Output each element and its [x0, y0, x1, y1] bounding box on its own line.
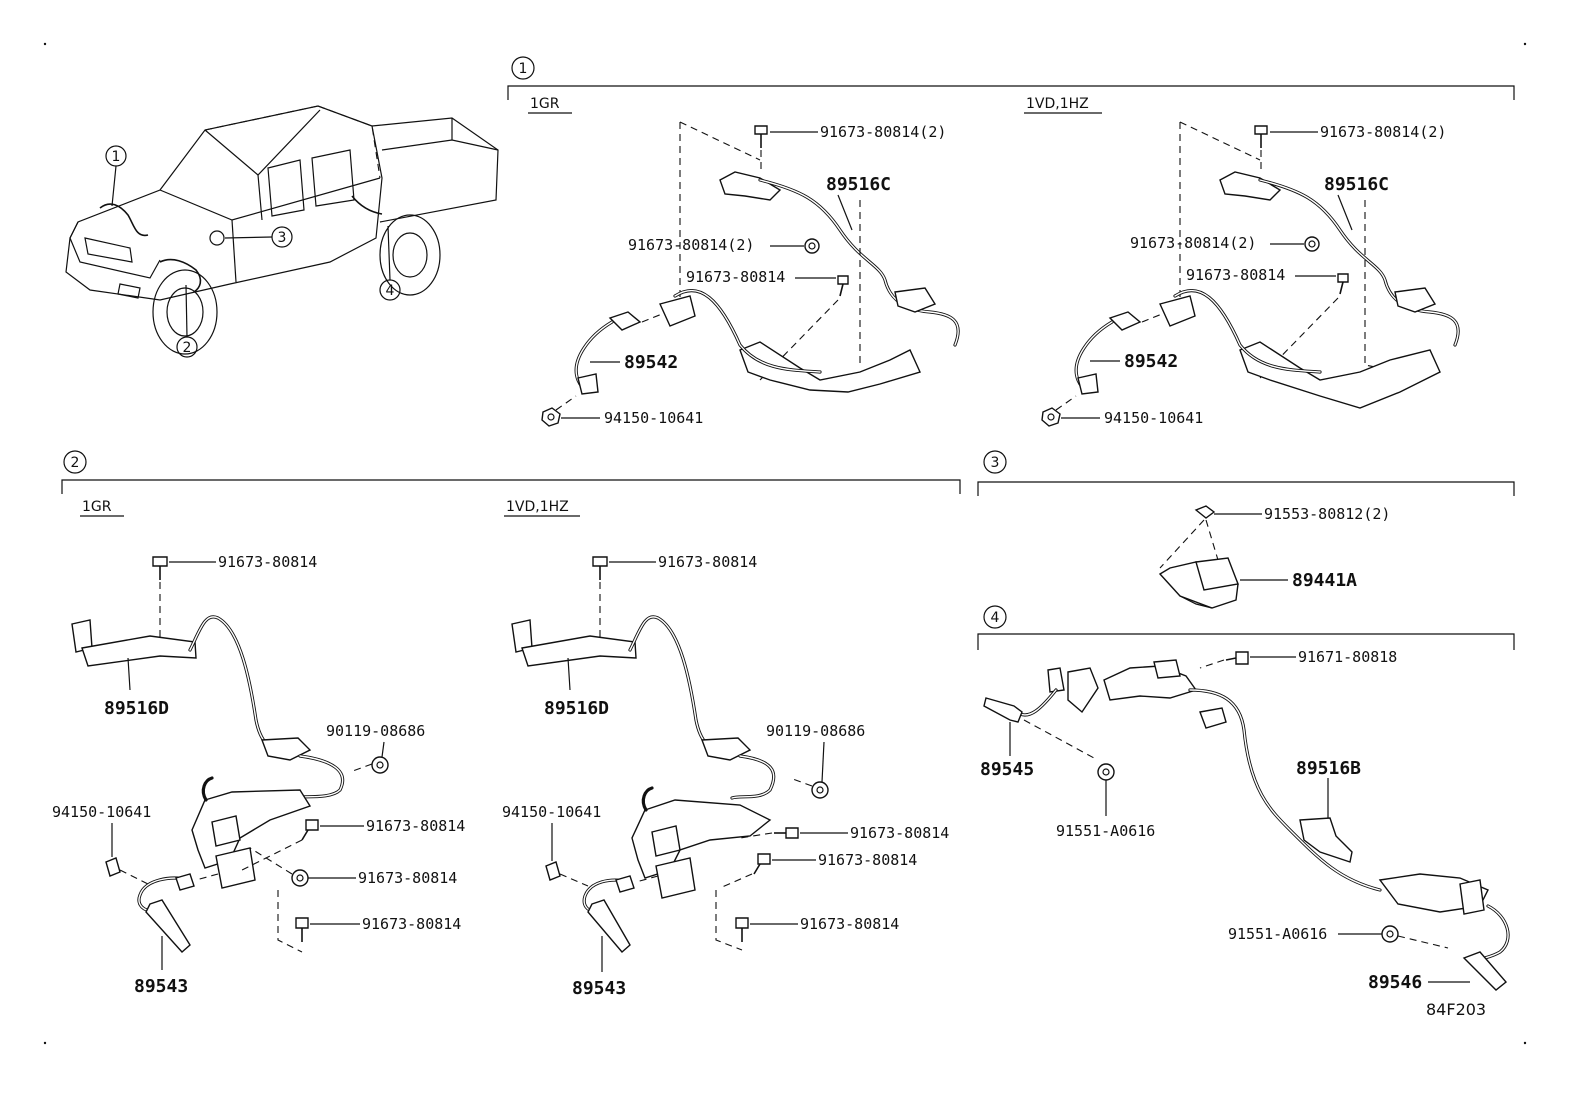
svg-text:4: 4: [386, 283, 395, 299]
bolt-icon: [804, 238, 820, 254]
part-number: 90119-08686: [326, 722, 425, 740]
section-3: 3 91553-80812(2) 89441A: [977, 450, 1515, 609]
svg-text:3: 3: [278, 230, 287, 246]
part-number: 91673-80814: [800, 915, 899, 933]
part-number: 91673-80814(2): [628, 236, 754, 254]
part-number: 91551-A0616: [1228, 925, 1327, 943]
bolt-icon: [811, 781, 829, 799]
part-number: 91673-80814: [362, 915, 461, 933]
vehicle-overview: 1 2 3 4: [65, 105, 499, 358]
bolt-icon: [1097, 763, 1115, 781]
vehicle-callout-2: 2: [176, 284, 198, 358]
engine-label: 1VD,1HZ: [506, 499, 569, 515]
part-number: 90119-08686: [766, 722, 865, 740]
section-1: 1 1GR 91673-80814(2) 89516C: [507, 56, 1515, 427]
part-number: 89516C: [1324, 174, 1389, 195]
section-4-number: 4: [991, 610, 1000, 626]
bolt-icon: [1254, 125, 1268, 148]
part-number: 94150-10641: [1104, 409, 1203, 427]
part-number: 89543: [134, 976, 188, 997]
clip-icon: [1194, 505, 1216, 519]
part-number: 89545: [980, 759, 1034, 780]
section-1-variant-1gr: 1GR 91673-80814(2) 89516C: [528, 96, 960, 427]
part-number: 91553-80812(2): [1264, 505, 1390, 523]
bolt-icon: [1337, 273, 1349, 295]
part-number: 89516B: [1296, 758, 1361, 779]
section-1-variant-1vd-1hz: 1VD,1HZ 91673-80814(2) 89516C 9: [1024, 96, 1460, 427]
section-2-variant-1vd-1hz: 1VD,1HZ 91673-80814 89516D: [502, 499, 949, 999]
corner-marks: [43, 42, 1527, 1045]
nut-icon: [541, 407, 561, 427]
svg-text:2: 2: [183, 340, 192, 356]
part-number: 91551-A0616: [1056, 822, 1155, 840]
part-number: 91673-80814: [218, 553, 317, 571]
bolt-icon: [371, 756, 389, 774]
bolt-icon: [1381, 925, 1399, 943]
bolt-icon: [774, 827, 799, 839]
part-number: 89516C: [826, 174, 891, 195]
part-number: 89543: [572, 978, 626, 999]
section-2-variant-1gr: 1GR 91673-80814 89516D: [52, 499, 465, 997]
vehicle-callout-4: 4: [379, 225, 401, 301]
bolt-icon: [152, 556, 168, 580]
section-4: 4 91671-80818 89516B 89545: [977, 605, 1515, 993]
nut-icon: [105, 857, 121, 877]
part-number: 94150-10641: [52, 803, 151, 821]
bolt-icon: [735, 917, 749, 942]
part-number: 91673-80814(2): [1320, 123, 1446, 141]
part-number: 91673-80814: [850, 824, 949, 842]
engine-label: 1GR: [82, 499, 112, 515]
part-number: 91673-80814(2): [1130, 234, 1256, 252]
part-number: 94150-10641: [604, 409, 703, 427]
bolt-icon: [301, 819, 319, 841]
part-number: 91671-80818: [1298, 648, 1397, 666]
part-number: 91673-80814: [366, 817, 465, 835]
figure-code: 84F203: [1426, 1000, 1486, 1019]
part-number: 94150-10641: [502, 803, 601, 821]
bolt-icon: [295, 917, 309, 942]
bolt-icon: [592, 556, 608, 580]
vehicle-callout-3: 3: [224, 226, 293, 248]
part-number: 91673-80814: [658, 553, 757, 571]
part-number: 89516D: [104, 698, 169, 719]
bolt-icon: [753, 853, 771, 875]
part-number: 89546: [1368, 972, 1422, 993]
part-number: 91673-80814(2): [820, 123, 946, 141]
nut-icon: [1041, 407, 1061, 427]
section-2-number: 2: [71, 455, 80, 471]
bolt-icon: [837, 275, 849, 297]
part-number: 91673-80814: [358, 869, 457, 887]
bolt-icon: [291, 869, 309, 887]
part-number: 89516D: [544, 698, 609, 719]
part-number: 91673-80814: [1186, 266, 1285, 284]
bolt-icon: [754, 125, 768, 148]
part-number: 89441A: [1292, 570, 1357, 591]
section-3-number: 3: [991, 455, 1000, 471]
section-2: 2 1GR 91673-80814 89516D: [52, 450, 961, 999]
bolt-icon: [1225, 651, 1249, 665]
section-1-number: 1: [519, 61, 528, 77]
part-number: 89542: [1124, 351, 1178, 372]
part-number: 91673-80814: [818, 851, 917, 869]
vehicle-callout-1: 1: [105, 145, 127, 207]
svg-text:1: 1: [112, 149, 121, 165]
bolt-icon: [1304, 236, 1320, 252]
part-number: 89542: [624, 352, 678, 373]
part-number: 91673-80814: [686, 268, 785, 286]
engine-label: 1VD,1HZ: [1026, 96, 1089, 112]
engine-label: 1GR: [530, 96, 560, 112]
nut-icon: [545, 861, 561, 881]
